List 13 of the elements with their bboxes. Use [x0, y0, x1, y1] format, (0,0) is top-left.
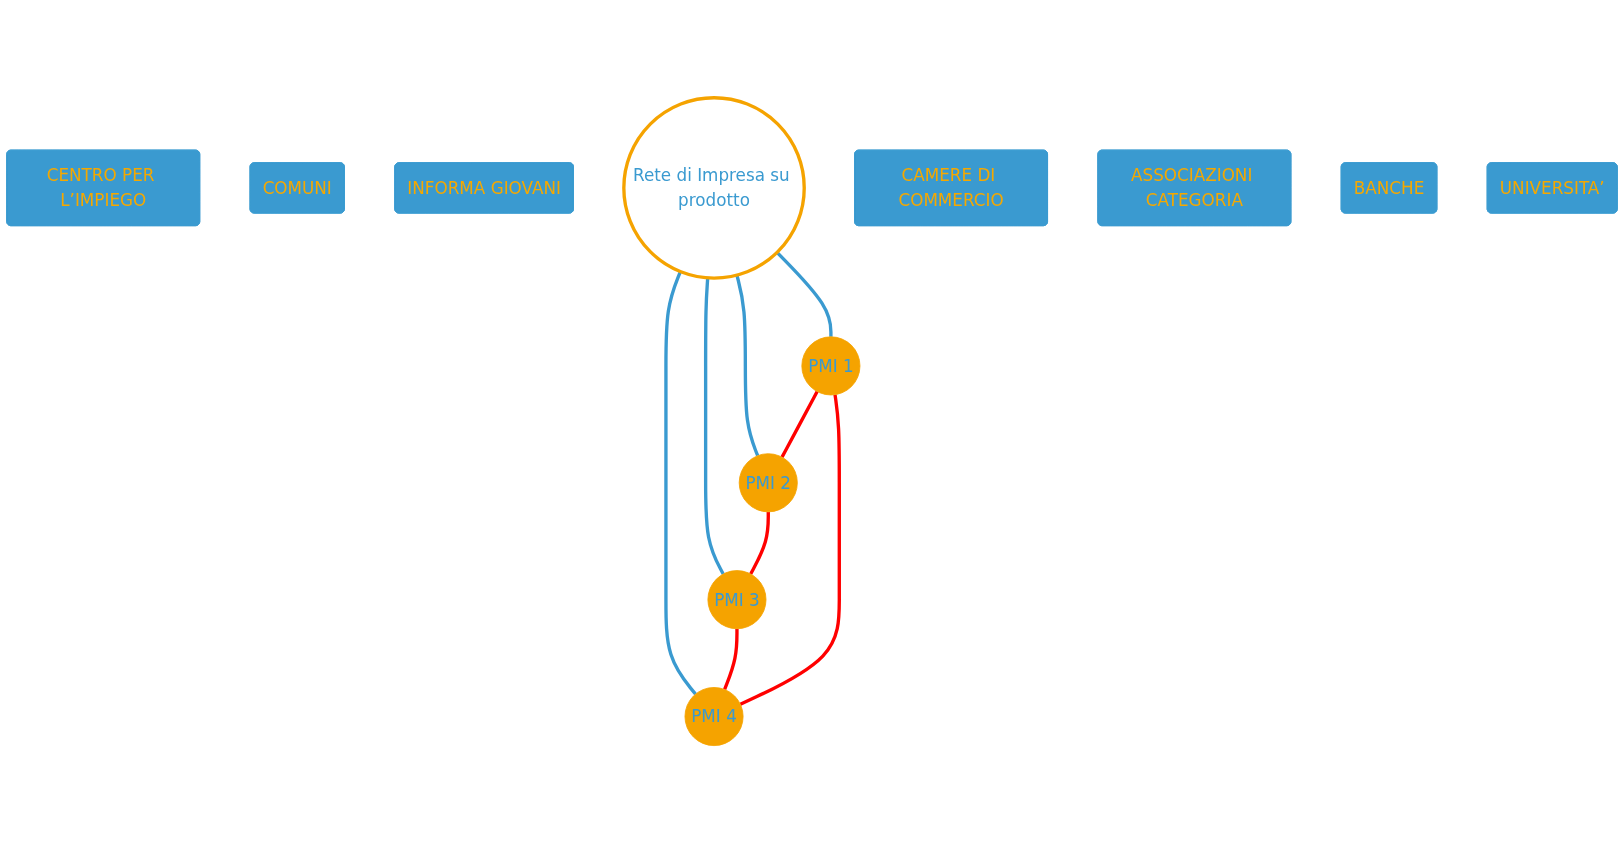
connector: [703, 277, 725, 575]
node-circle: PMI 1: [801, 336, 861, 396]
connector: [739, 394, 841, 706]
node-circle: PMI 2: [738, 453, 798, 513]
node-circle: Rete di Impresa su prodotto: [622, 95, 806, 280]
connector: [749, 511, 770, 575]
node-circle: PMI 3: [707, 570, 767, 629]
connector: [780, 390, 819, 458]
connector: [735, 274, 760, 457]
connector: [723, 628, 739, 690]
connector: [664, 270, 697, 695]
connector: [775, 251, 833, 337]
node-circle: PMI 4: [684, 686, 744, 746]
